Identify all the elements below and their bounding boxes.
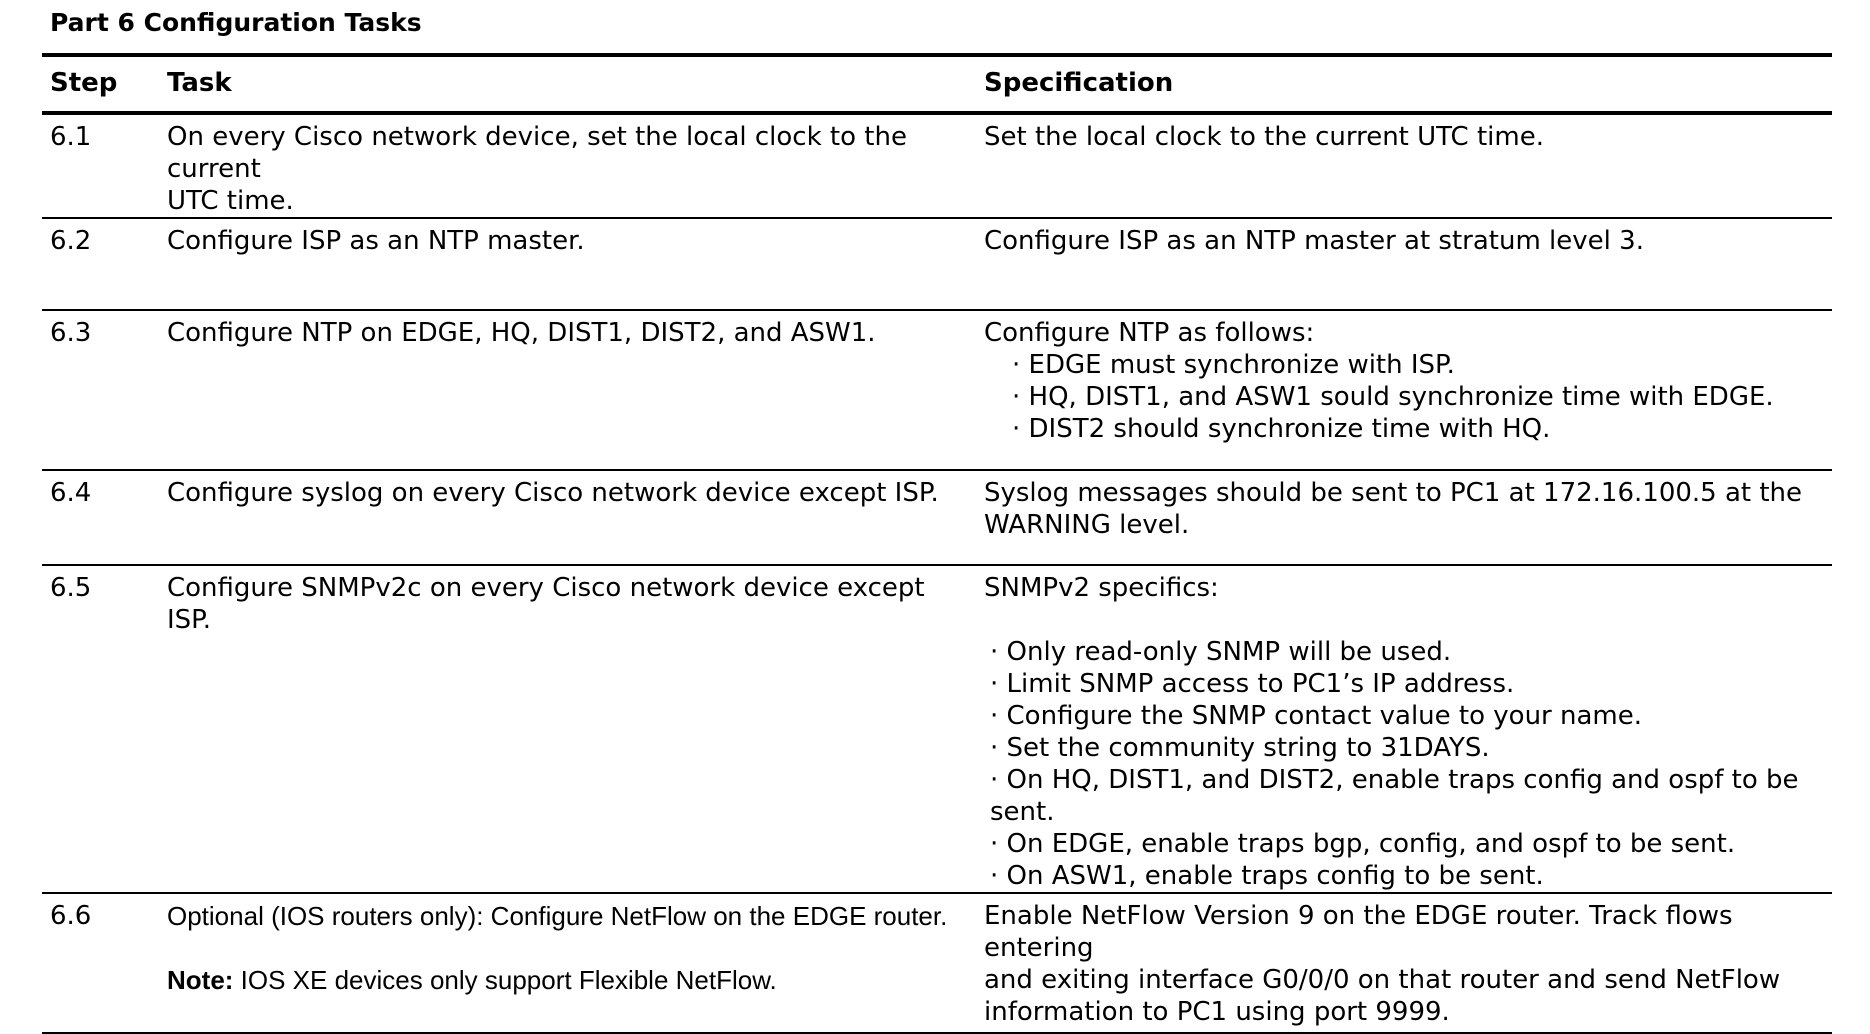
step-cell: 6.5 — [50, 573, 92, 603]
specification-cell: Syslog messages should be sent to PC1 at… — [976, 470, 1832, 565]
step-cell: 6.6 — [50, 901, 92, 931]
spec-bullet-item: · EDGE must synchronize with ISP. — [1012, 350, 1455, 380]
task-cell: Configure NTP on EDGE, HQ, DIST1, DIST2,… — [159, 310, 976, 470]
page-title: Part 6 Configuration Tasks — [50, 8, 422, 37]
spec-text-line: and exiting interface G0/0/0 on that rou… — [984, 965, 1781, 995]
step-cell: 6.2 — [50, 226, 92, 256]
spec-bullet-item: · On ASW1, enable traps config to be sen… — [990, 861, 1544, 891]
specification-cell: Configure NTP as follows: · EDGE must sy… — [976, 310, 1832, 470]
specification-cell: SNMPv2 specifics: · Only read-only SNMP … — [976, 565, 1832, 893]
step-cell: 6.3 — [50, 318, 92, 348]
spec-bullet-item: · On HQ, DIST1, and DIST2, enable traps … — [990, 765, 1799, 827]
task-text-line: Configure NTP on EDGE, HQ, DIST1, DIST2,… — [167, 318, 876, 348]
spec-bullet-item: · On EDGE, enable traps bgp, config, and… — [990, 829, 1736, 859]
table-header-row: Step Task Specification — [42, 55, 1832, 113]
task-cell: Configure SNMPv2c on every Cisco network… — [159, 565, 976, 893]
spec-text-line: Configure ISP as an NTP master at stratu… — [984, 226, 1644, 256]
table-row: 6.5 Configure SNMPv2c on every Cisco net… — [42, 565, 1832, 893]
note-text: IOS XE devices only support Flexible Net… — [233, 965, 777, 995]
spec-text-line: information to PC1 using port 9999. — [984, 997, 1450, 1027]
specification-cell: Enable NetFlow Version 9 on the EDGE rou… — [976, 893, 1832, 1033]
spec-bullet-item: · Set the community string to 31DAYS. — [990, 733, 1490, 763]
spec-text-line: Syslog messages should be sent to PC1 at… — [984, 478, 1803, 508]
table-row: 6.6 Optional (IOS routers only): Configu… — [42, 893, 1832, 1033]
table-row: 6.3 Configure NTP on EDGE, HQ, DIST1, DI… — [42, 310, 1832, 470]
task-text-line: Configure SNMPv2c on every Cisco network… — [167, 573, 925, 635]
spec-intro: Configure NTP as follows: — [984, 318, 1315, 348]
table-row: 6.4 Configure syslog on every Cisco netw… — [42, 470, 1832, 565]
step-cell: 6.4 — [50, 478, 92, 508]
note-label: Note: — [167, 965, 234, 995]
task-note: Note: IOS XE devices only support Flexib… — [167, 964, 968, 996]
spec-text-line: Enable NetFlow Version 9 on the EDGE rou… — [984, 901, 1733, 963]
spacer — [167, 932, 968, 964]
task-text-line: Configure syslog on every Cisco network … — [167, 478, 939, 508]
spec-bullet-item: · Configure the SNMP contact value to yo… — [990, 701, 1643, 731]
spec-bullet-item: · Only read-only SNMP will be used. — [990, 637, 1452, 667]
task-text-line: UTC time. — [167, 186, 294, 216]
spacer — [984, 604, 1824, 636]
task-text-line: Configure ISP as an NTP master. — [167, 226, 585, 256]
spec-bullet-item: · Limit SNMP access to PC1’s IP address. — [990, 669, 1515, 699]
spec-intro: SNMPv2 specifics: — [984, 573, 1219, 603]
task-cell: Optional (IOS routers only): Configure N… — [159, 893, 976, 1033]
spec-bullet-item: · DIST2 should synchronize time with HQ. — [1012, 414, 1551, 444]
spec-bullet-item: · HQ, DIST1, and ASW1 sould synchronize … — [1012, 382, 1774, 412]
task-text-line: Optional (IOS routers only): Configure N… — [167, 901, 948, 931]
task-cell: Configure syslog on every Cisco network … — [159, 470, 976, 565]
specification-column-header: Specification — [984, 68, 1174, 98]
configuration-tasks-table: Step Task Specification 6.1 On every Cis… — [42, 53, 1832, 1034]
specification-cell: Set the local clock to the current UTC t… — [976, 113, 1832, 218]
spec-text-line: WARNING level. — [984, 510, 1190, 540]
task-column-header: Task — [167, 68, 232, 98]
table-row: 6.2 Configure ISP as an NTP master. Conf… — [42, 218, 1832, 310]
step-column-header: Step — [50, 68, 118, 98]
table-row: 6.1 On every Cisco network device, set t… — [42, 113, 1832, 218]
task-cell: On every Cisco network device, set the l… — [159, 113, 976, 218]
task-cell: Configure ISP as an NTP master. — [159, 218, 976, 310]
step-cell: 6.1 — [50, 122, 92, 152]
specification-cell: Configure ISP as an NTP master at stratu… — [976, 218, 1832, 310]
spec-text-line: Set the local clock to the current UTC t… — [984, 122, 1544, 152]
task-text-line: On every Cisco network device, set the l… — [167, 122, 907, 184]
